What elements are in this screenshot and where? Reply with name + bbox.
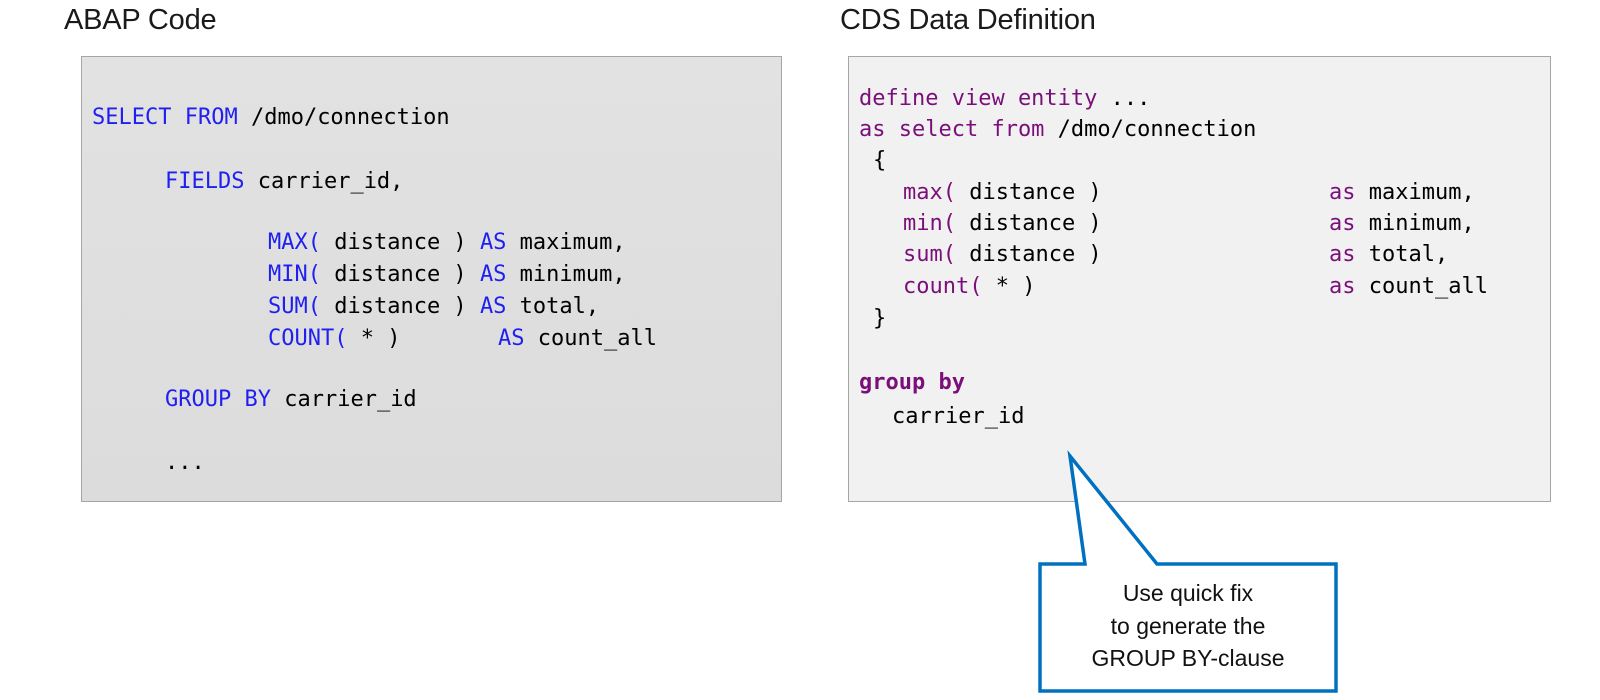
cds-keyword: define view entity xyxy=(859,86,1098,111)
cds-function: sum( xyxy=(903,242,956,267)
cds-keyword: as xyxy=(1329,211,1356,236)
abap-keyword: GROUP xyxy=(165,387,232,412)
abap-keyword: FIELDS xyxy=(165,169,245,194)
cds-function: count( xyxy=(903,274,983,299)
cds-keyword: as xyxy=(1329,274,1356,299)
cds-line-group-by: group by xyxy=(859,370,965,395)
cds-code-text: ... xyxy=(1097,86,1151,111)
abap-code-text: * ) xyxy=(347,326,401,351)
abap-line-min: MIN( distance ) AS minimum, xyxy=(268,261,626,289)
abap-code-text: count_all xyxy=(524,326,657,351)
abap-code-text: total, xyxy=(506,294,600,319)
abap-line-max: MAX( distance ) AS maximum, xyxy=(268,229,626,257)
abap-keyword: AS xyxy=(479,230,507,255)
abap-code-text: distance ) xyxy=(320,230,480,255)
abap-code-text: distance ) xyxy=(320,294,480,319)
abap-function: MIN( xyxy=(268,262,321,287)
cds-panel-title: CDS Data Definition xyxy=(840,4,1096,36)
cds-line-carrier-id: carrier_id xyxy=(892,404,1025,429)
cds-function: max( xyxy=(903,180,956,205)
cds-line-max-alias: as maximum, xyxy=(1329,179,1475,207)
cds-code-text: distance ) xyxy=(955,242,1102,267)
cds-code-text: total, xyxy=(1355,242,1449,267)
cds-line-open-brace: { xyxy=(873,148,887,173)
abap-keyword: AS xyxy=(498,326,525,351)
abap-code-text: minimum, xyxy=(506,262,626,287)
cds-function: min( xyxy=(903,211,956,236)
cds-keyword: as xyxy=(1329,242,1356,267)
cds-line-max: max( distance ) xyxy=(903,179,1102,207)
abap-keyword: FROM xyxy=(184,105,238,130)
cds-code-text: count_all xyxy=(1355,274,1488,299)
cds-code-text: /dmo/connection xyxy=(1044,117,1257,142)
abap-panel-title: ABAP Code xyxy=(64,4,217,36)
abap-keyword: AS xyxy=(479,294,507,319)
abap-function: COUNT( xyxy=(268,326,348,351)
abap-code-text: carrier_id xyxy=(270,387,417,412)
abap-code-text: maximum, xyxy=(506,230,626,255)
cds-line-sum: sum( distance ) xyxy=(903,241,1102,269)
abap-code-box: SELECT FROM /dmo/connection FIELDS carri… xyxy=(81,56,782,502)
cds-code-text: * ) xyxy=(982,274,1036,299)
abap-code-text: distance ) xyxy=(320,262,480,287)
cds-code-text: distance ) xyxy=(955,180,1102,205)
abap-line-sum: SUM( distance ) AS total, xyxy=(268,293,599,321)
abap-keyword: BY xyxy=(244,387,271,412)
cds-line-min: min( distance ) xyxy=(903,210,1102,238)
cds-line-select: as select from /dmo/connection xyxy=(859,116,1256,144)
abap-function: SUM( xyxy=(268,294,321,319)
abap-line-count: COUNT( * ) xyxy=(268,325,400,353)
cds-code-box: define view entity ... as select from /d… xyxy=(848,56,1551,502)
cds-line-min-alias: as minimum, xyxy=(1329,210,1475,238)
callout-shape xyxy=(1038,449,1338,693)
abap-keyword: SELECT xyxy=(92,105,172,130)
cds-code-text: distance ) xyxy=(955,211,1102,236)
abap-line-ellipsis: ... xyxy=(165,450,205,475)
callout-text-line3: GROUP BY-clause xyxy=(1091,645,1285,671)
cds-line-count: count( * ) xyxy=(903,273,1035,301)
abap-line-fields: FIELDS carrier_id, xyxy=(165,168,403,196)
abap-keyword: AS xyxy=(479,262,507,287)
cds-line-sum-alias: as total, xyxy=(1329,241,1448,269)
callout-text-line2: to generate the xyxy=(1110,613,1266,639)
cds-line-count-alias: as count_all xyxy=(1329,273,1488,301)
cds-code-text: maximum, xyxy=(1355,180,1475,205)
abap-line-select: SELECT FROM /dmo/connection xyxy=(92,104,450,132)
cds-keyword: as xyxy=(1329,180,1356,205)
abap-code-text: /dmo/connection xyxy=(237,105,450,130)
cds-line-close-brace: } xyxy=(873,306,887,331)
abap-function: MAX( xyxy=(268,230,321,255)
abap-code-text: carrier_id, xyxy=(244,169,404,194)
callout-text-line1: Use quick fix xyxy=(1122,580,1254,606)
cds-line-define: define view entity ... xyxy=(859,85,1150,113)
abap-line-group-by: GROUP BY carrier_id xyxy=(165,386,417,414)
cds-code-text: minimum, xyxy=(1355,211,1475,236)
cds-keyword: as select from xyxy=(859,117,1045,142)
abap-line-count-alias: AS count_all xyxy=(498,325,657,353)
